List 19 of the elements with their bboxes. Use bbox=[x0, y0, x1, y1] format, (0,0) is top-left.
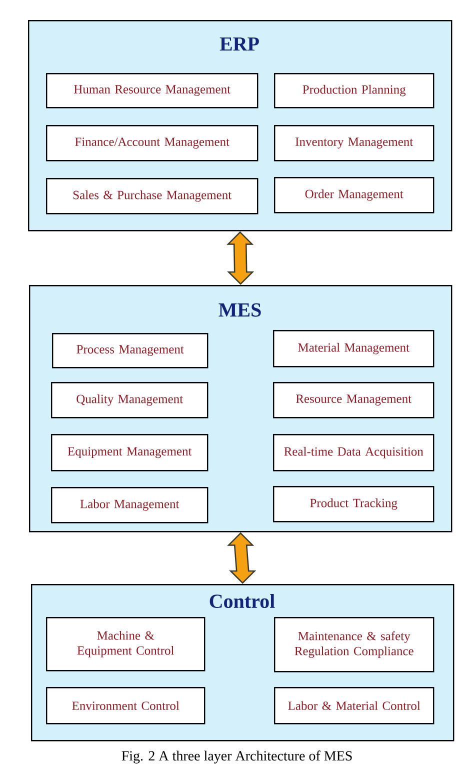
module-box: Labor Management bbox=[51, 487, 208, 524]
module-box: Production Planning bbox=[274, 73, 434, 108]
module-box: Finance/Account Management bbox=[46, 125, 258, 162]
module-box: Maintenance & safety Regulation Compliance bbox=[274, 617, 434, 672]
module-box: Order Management bbox=[274, 177, 434, 214]
module-box: Quality Management bbox=[51, 382, 208, 418]
module-box: Material Management bbox=[273, 330, 434, 368]
module-box: Human Resource Management bbox=[46, 73, 258, 108]
module-box: Resource Management bbox=[273, 382, 434, 418]
module-box: Inventory Management bbox=[274, 125, 434, 162]
module-box: Labor & Material Control bbox=[274, 687, 434, 724]
module-box: Machine & Equipment Control bbox=[46, 617, 206, 672]
module-box: Equipment Management bbox=[51, 434, 208, 472]
module-box: Product Tracking bbox=[273, 486, 434, 522]
module-box: Sales & Purchase Management bbox=[46, 178, 258, 214]
module-box: Process Management bbox=[52, 333, 208, 368]
module-box: Real-time Data Acquisition bbox=[273, 434, 434, 472]
module-box: Environment Control bbox=[46, 687, 206, 724]
figure-caption: Fig. 2 A three layer Architecture of MES bbox=[122, 750, 352, 764]
